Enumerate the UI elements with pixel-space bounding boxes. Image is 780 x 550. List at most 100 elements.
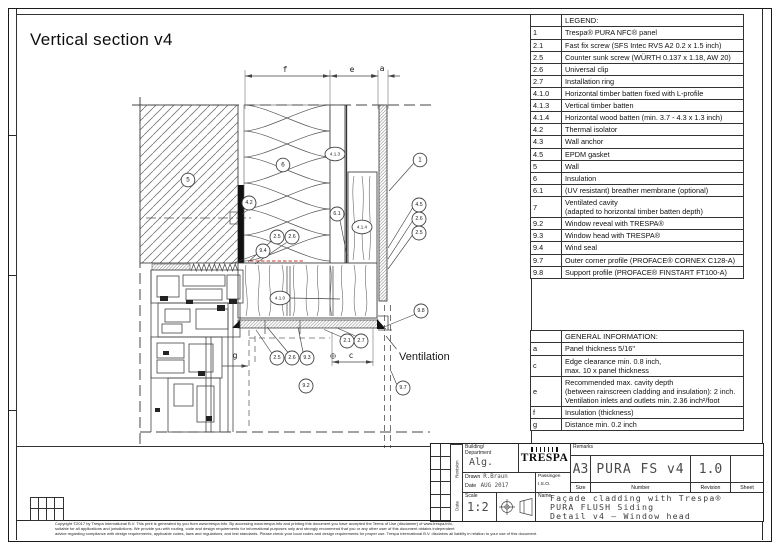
- size-value: A3: [572, 461, 589, 477]
- facade-panel: [378, 104, 388, 302]
- name-cell: Name Façade cladding with Trespa® PURA F…: [536, 493, 763, 521]
- callout-6: 6: [275, 157, 291, 173]
- callout-4-1-0: 4.1.0: [269, 290, 291, 306]
- legend-row: 6.1(UV resistant) breather membrane (opt…: [530, 183, 744, 198]
- size-value-cell: A3: [571, 456, 591, 483]
- svg-text:2.6: 2.6: [288, 355, 295, 361]
- number-label: Number: [631, 485, 650, 491]
- side-label-revision: Revision: [451, 444, 463, 493]
- svg-text:5: 5: [186, 177, 190, 184]
- frame-gaskets: [155, 296, 237, 421]
- svg-text:9.4: 9.4: [259, 248, 266, 254]
- svg-text:4.2: 4.2: [245, 200, 252, 206]
- revision-value-cell: 1.0: [691, 456, 731, 483]
- callout-4-1-4: 4.1.4: [351, 219, 373, 235]
- svg-text:2.6: 2.6: [415, 216, 422, 222]
- title-block: Revision Data Building/ Department Alg. …: [430, 443, 764, 522]
- reveal-phantom: [248, 330, 330, 430]
- number-value: PURA FS v4: [596, 461, 685, 477]
- revision-label-cell: Revision: [691, 483, 731, 493]
- ventilation-label: Ventilation: [399, 351, 450, 363]
- window-frame: [150, 262, 244, 433]
- callout-2-7: 2.7: [353, 333, 369, 349]
- fold-mark-grid: [30, 497, 64, 521]
- drawing-name-line2: PURA FLUSH Siding: [550, 501, 655, 512]
- svg-text:9.7: 9.7: [399, 385, 406, 391]
- name-label: Name: [538, 493, 552, 499]
- general-info-title: GENERAL INFORMATION:: [561, 329, 744, 344]
- sheet-label-cell: Sheet: [731, 483, 763, 493]
- callout-4-2: 4.2: [241, 195, 257, 211]
- drawn-label: Drawn: [465, 474, 481, 480]
- callout-9-4: 9.4: [255, 243, 271, 259]
- trespa-logo: TRESPA: [520, 452, 569, 464]
- copyright-fine-print: Copyright ©2017 by Trespa International …: [55, 522, 760, 537]
- size-label-cell: Size: [571, 483, 591, 493]
- remarks-label: Remarks: [573, 444, 594, 450]
- callout-9-2: 9.2: [298, 378, 314, 394]
- svg-text:2.7: 2.7: [357, 338, 364, 344]
- building-label: Building/ Department: [465, 444, 492, 456]
- section-view-box: [16, 14, 532, 447]
- revision-label: Revision: [700, 485, 721, 491]
- sheet-value-cell: [731, 456, 763, 483]
- legend-header: LEGEND:: [530, 13, 744, 28]
- svg-text:4.1.0: 4.1.0: [275, 296, 286, 301]
- drawn-date-cell: Drawn R.Braun Date AUG 2017: [463, 473, 536, 493]
- dimension-arrows: [241, 74, 395, 368]
- svg-text:2.5: 2.5: [273, 234, 280, 240]
- margin-tick: [8, 275, 16, 276]
- support-wedge-right: [377, 319, 386, 329]
- svg-text:6.1: 6.1: [333, 211, 340, 217]
- building-cell: Building/ Department Alg.: [463, 444, 519, 473]
- side-label-data: Data: [454, 501, 460, 512]
- revision-grid: [431, 444, 451, 521]
- svg-text:2.6: 2.6: [288, 234, 295, 240]
- dim-f: f: [283, 65, 288, 74]
- sheet-label: Sheet: [740, 485, 754, 491]
- number-value-cell: PURA FS v4: [591, 456, 691, 483]
- scale-label: Scale: [465, 493, 478, 499]
- revision-value: 1.0: [698, 461, 723, 477]
- svg-text:2.5: 2.5: [415, 230, 422, 236]
- ventilation-leader: [385, 335, 397, 350]
- margin-tick: [8, 135, 16, 136]
- size-label: Size: [575, 485, 586, 491]
- svg-text:9.3: 9.3: [303, 355, 310, 361]
- corner-profile-bracket: [378, 315, 392, 331]
- fine-print-line: Copyright ©2017 by Trespa International …: [55, 522, 453, 526]
- fine-print-line: advice regarding compliance with design …: [55, 530, 538, 536]
- drawn-value: R.Braun: [483, 474, 508, 480]
- dim-a: a: [380, 64, 385, 73]
- callout-9-8: 9.8: [413, 303, 429, 319]
- fine-print-line: suitable for all applications and jurisd…: [55, 525, 455, 531]
- trespa-logo-bars: [519, 447, 570, 452]
- building-value: Alg.: [469, 456, 494, 468]
- passingen-line1: Passingen: [538, 474, 561, 479]
- margin-tick: [8, 410, 16, 411]
- svg-text:4.5: 4.5: [415, 202, 422, 208]
- passingen-line2: I.S.O.: [538, 482, 551, 487]
- callout-5: 5: [180, 172, 196, 188]
- svg-text:6: 6: [281, 162, 285, 169]
